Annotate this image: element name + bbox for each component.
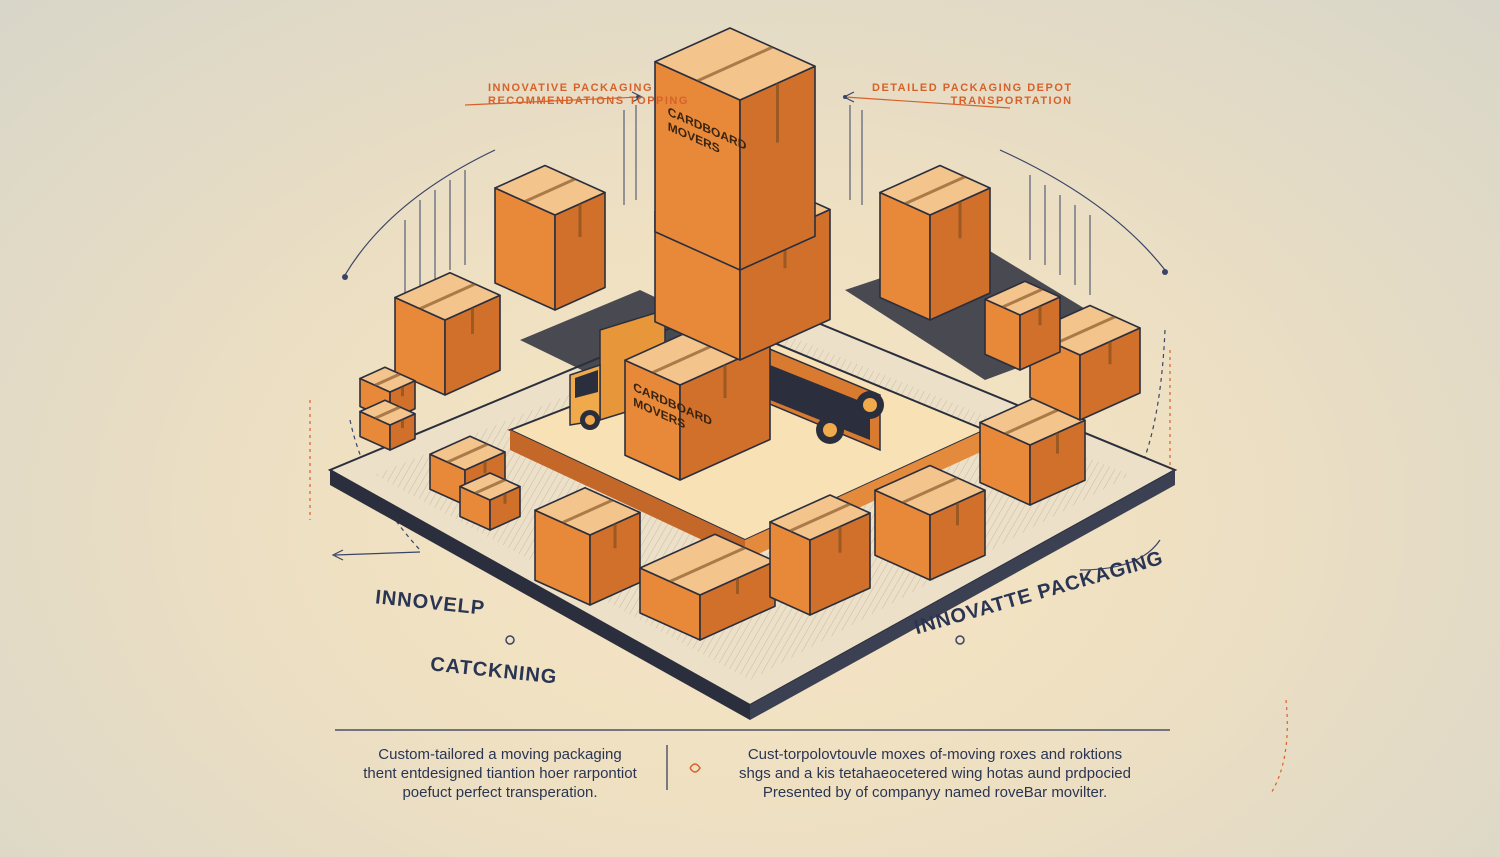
caption-right-line-3: Presented by of companyy named roveBar m… bbox=[762, 784, 1108, 801]
arc-top-left bbox=[344, 149, 496, 276]
label-top-left-line-2: RECOMMENDATIONS TOPPING bbox=[488, 95, 689, 107]
box-right-back bbox=[984, 280, 1061, 371]
swirl-icon bbox=[689, 763, 701, 773]
box-front-left bbox=[534, 486, 641, 606]
caption-right-line-1: Cust-torpolovtouvle moxes of-moving roxe… bbox=[747, 746, 1123, 763]
box-back-left bbox=[494, 164, 606, 311]
caption-right: Cust-torpolovtouvle moxes of-moving roxe… bbox=[700, 745, 1170, 802]
label-top-left: INNOVATIVE PACKAGING RECOMMENDATIONS TOP… bbox=[488, 82, 689, 108]
label-top-right-line-2: TRANSPORTATION bbox=[950, 95, 1073, 107]
caption-right-line-2: shgs and a kis tetahaeocetered wing hota… bbox=[739, 765, 1131, 782]
arc-top-right bbox=[999, 149, 1166, 271]
label-top-left-line-1: INNOVATIVE PACKAGING bbox=[488, 82, 654, 94]
arc-mid-right bbox=[1129, 329, 1166, 491]
label-top-right-line-1: DETAILED PACKAGING DEPOT bbox=[872, 82, 1073, 94]
arrow-head-top-left bbox=[631, 91, 644, 103]
arrow-left-low bbox=[334, 551, 421, 556]
arc-right-edge bbox=[1269, 699, 1288, 796]
marker-icon-left bbox=[505, 635, 515, 645]
box-small-left-4 bbox=[459, 472, 521, 531]
caption-left: Custom-tailored a moving packaging thent… bbox=[340, 745, 660, 802]
dot-markers bbox=[342, 95, 1168, 280]
arrow-right-low bbox=[1079, 539, 1161, 571]
arrow-head-left-low bbox=[331, 549, 344, 561]
box-front-center bbox=[769, 494, 871, 616]
label-top-right: DETAILED PACKAGING DEPOT TRANSPORTATION bbox=[872, 82, 1073, 108]
caption-left-line-2: thent entdesigned tiantion hoer rarponti… bbox=[363, 765, 637, 782]
caption-left-line-1: Custom-tailored a moving packaging bbox=[378, 746, 622, 763]
caption-left-line-3: poefuct perfect transperation. bbox=[402, 784, 598, 801]
marker-icon-right bbox=[955, 635, 965, 645]
box-open-crate bbox=[639, 533, 776, 641]
bottom-rules bbox=[335, 729, 1170, 790]
arrow-top-right bbox=[844, 96, 1011, 109]
box-front-right bbox=[874, 464, 986, 581]
swirl-icons bbox=[505, 635, 965, 773]
vertical-lines bbox=[404, 105, 1091, 300]
box-back-right bbox=[879, 164, 991, 321]
decorative-arcs bbox=[309, 91, 1288, 796]
box-left-stack bbox=[394, 271, 501, 396]
arrow-top-left bbox=[464, 96, 641, 106]
box-small-left-2 bbox=[359, 399, 416, 451]
